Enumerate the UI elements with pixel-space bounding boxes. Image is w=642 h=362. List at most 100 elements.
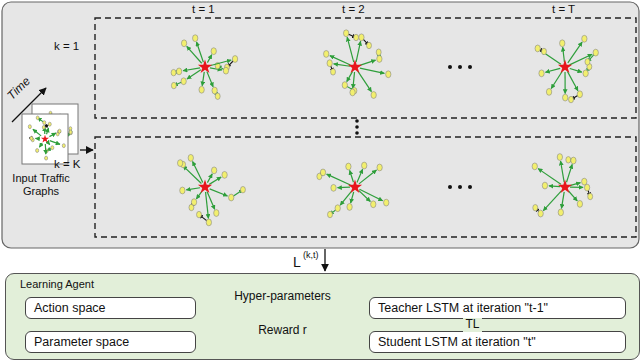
graph-node [342, 82, 347, 89]
time-label: t = T [552, 3, 575, 16]
graph-node [199, 86, 204, 93]
loss-arrow [324, 249, 325, 271]
graph-link [49, 133, 56, 137]
graph-node [212, 87, 217, 94]
graph-node [588, 193, 593, 199]
graph-link [360, 60, 376, 65]
graph-link [39, 143, 42, 147]
process-box: Parameter space [25, 331, 196, 353]
graph-link [568, 191, 577, 201]
graph-link [210, 189, 228, 196]
graph-node [51, 146, 54, 150]
graph-link [47, 128, 49, 134]
graph-node [58, 129, 61, 133]
graph-node [193, 35, 198, 42]
graph-node [376, 49, 381, 55]
traffic-graph [317, 162, 389, 218]
graph-node [558, 209, 563, 216]
graph-link [187, 70, 201, 79]
panel-heading: Learning Agent [20, 278, 94, 290]
graph-node [324, 51, 329, 58]
graph-node [539, 70, 544, 77]
graph-link [570, 187, 583, 189]
graph-node [542, 48, 547, 54]
input-arrow [80, 149, 93, 150]
center-star [198, 59, 212, 73]
loss-superscript: (k,t) [303, 250, 319, 260]
graph-link [538, 169, 561, 185]
process-box: Action space [25, 297, 196, 319]
graph-link [209, 177, 221, 184]
box-text: Student LSTM at iteration "t" [378, 335, 536, 349]
row-box [95, 18, 636, 118]
graph-node [347, 204, 352, 211]
graph-node [583, 70, 588, 77]
graph-node [571, 157, 576, 164]
graph-link [567, 164, 573, 182]
graph-node [359, 34, 364, 41]
graph-node [377, 164, 382, 171]
graph-link [563, 47, 565, 62]
graph-link [551, 71, 562, 88]
graph-link [338, 187, 350, 189]
process-box: Teacher LSTM at iteration "t-1" [369, 297, 626, 319]
edge-label: TL [463, 318, 481, 331]
row-label: k = 1 [54, 40, 79, 53]
center-star [558, 59, 572, 73]
box-text: Teacher LSTM at iteration "t-1" [378, 301, 548, 315]
graph-node [28, 125, 31, 129]
graph-node [171, 69, 176, 75]
graph-node [532, 163, 537, 170]
graph-node [563, 94, 568, 101]
ellipsis-dot [355, 125, 359, 129]
graph-link [330, 56, 351, 65]
graph-node [229, 194, 234, 201]
graph-link [347, 37, 354, 62]
graph-node [346, 163, 351, 170]
traffic-graph [171, 35, 238, 100]
graph-node [535, 45, 540, 52]
graph-node [343, 30, 348, 37]
traffic-graph [177, 154, 245, 225]
time-label: t = 1 [192, 3, 215, 16]
graph-node [371, 92, 376, 99]
graph-link [183, 68, 200, 71]
edge-label: Reward r [256, 324, 309, 337]
center-star [558, 179, 572, 193]
graph-node [69, 130, 72, 134]
traffic-graph [324, 30, 391, 99]
graph-node [585, 59, 590, 65]
graph-node [331, 69, 336, 75]
graph-link [545, 68, 560, 72]
graph-link [570, 54, 593, 65]
graph-node [335, 205, 340, 212]
graph-node [232, 56, 237, 63]
graph-node [45, 156, 48, 160]
graph-link [549, 185, 560, 187]
graph-link [196, 42, 203, 62]
graph-link [207, 72, 213, 87]
graph-frame [22, 114, 68, 164]
graph-node [48, 122, 51, 126]
graph-node [582, 35, 587, 42]
graph-link [353, 72, 355, 88]
graph-node [176, 68, 181, 75]
graph-node [546, 88, 551, 95]
ellipsis-dot [458, 185, 462, 189]
traffic-graph [535, 35, 598, 102]
graph-link [567, 71, 578, 90]
graph-node [177, 160, 182, 167]
graph-node [377, 56, 382, 63]
graph-node [43, 121, 46, 125]
graph-link [33, 129, 41, 136]
graph-link [45, 144, 47, 154]
graph-link [193, 161, 203, 182]
graph-link [207, 192, 215, 210]
traffic-graph [28, 116, 65, 160]
graph-link [207, 55, 211, 63]
graph-node [223, 67, 228, 74]
ellipsis-dot [458, 65, 462, 69]
loss-symbol: L [293, 254, 301, 270]
graph-node [367, 42, 372, 48]
graph-link [347, 71, 353, 81]
